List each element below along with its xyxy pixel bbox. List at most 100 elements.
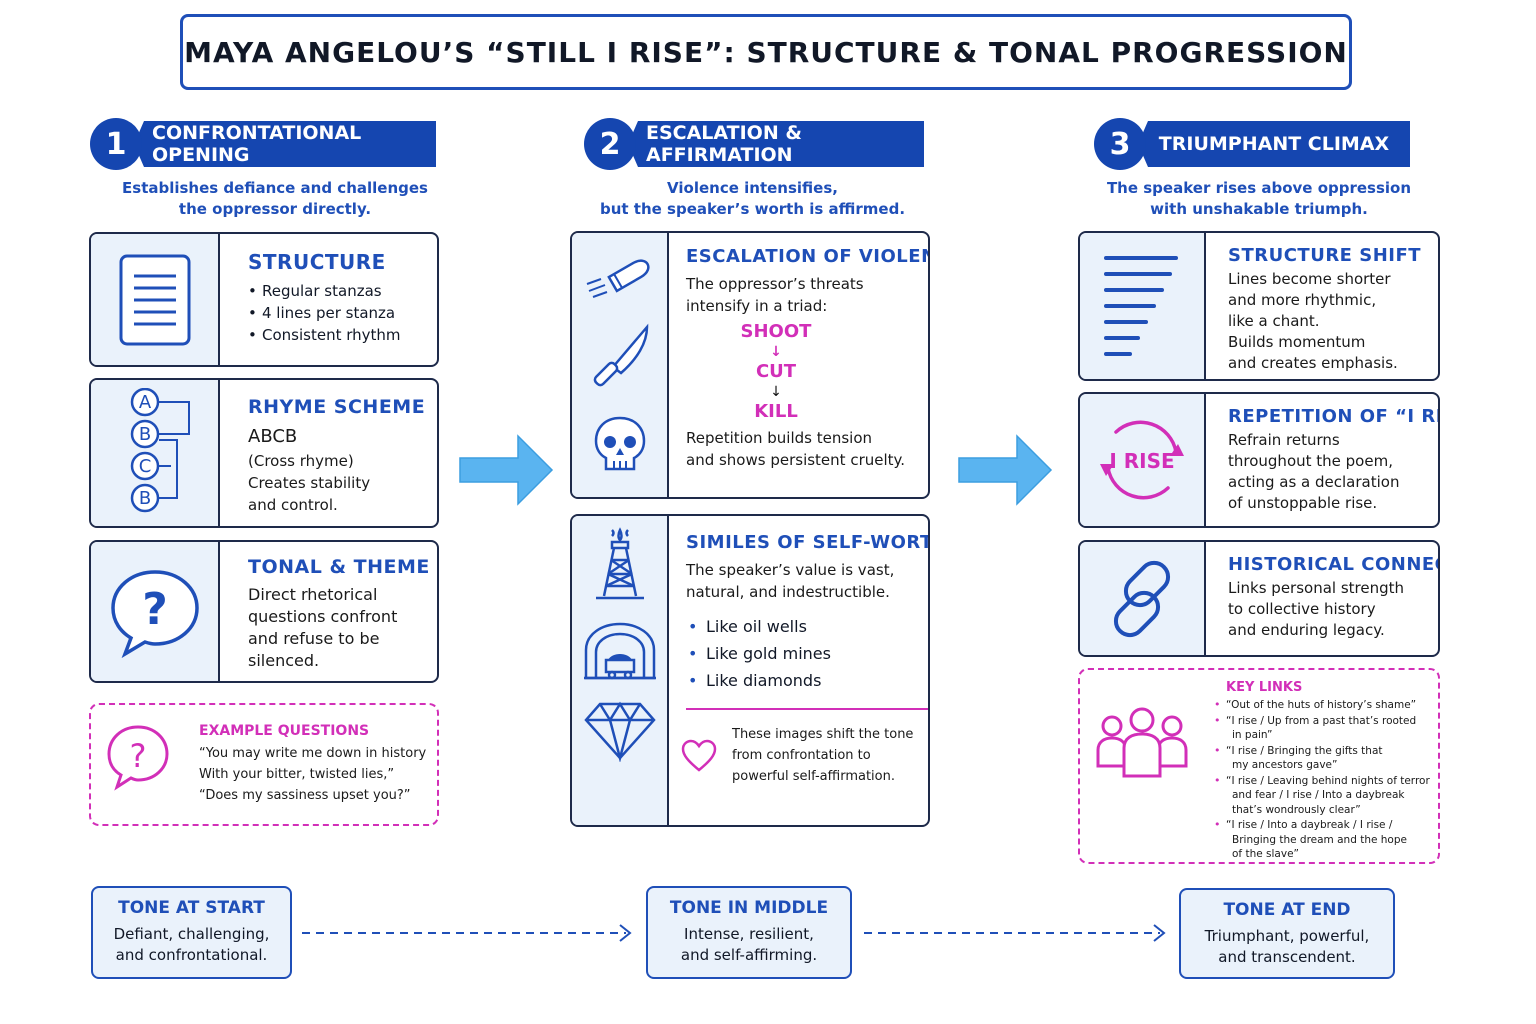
card-text: and refuse to be [248,629,380,648]
tone-end-box: TONE AT END Triumphant, powerful, and tr… [1179,888,1395,979]
key-link-item: •“I rise / Leaving behind nights of terr… [1214,774,1438,818]
subtitle-line: The speaker rises above oppression [1106,179,1412,197]
card-title: HISTORICAL CONNECTION [1228,554,1438,575]
card-text: Lines become shorter [1228,270,1391,288]
list-item: 4 lines per stanza [248,302,423,324]
dashed-arrow-icon [862,922,1170,944]
bullet-dot-icon: • [1214,743,1221,757]
section-2-subtitle: Violence intensifies, but the speaker’s … [570,178,935,220]
list-item: Like oil wells [686,613,928,640]
heart-icon [680,739,718,773]
list-item: Regular stanzas [248,280,423,302]
example-title: EXAMPLE QUESTIONS [199,723,370,739]
svg-text:?: ? [142,584,168,635]
tone-title: TONE AT START [118,898,265,918]
key-link-item: • “I rise / Up from a past that’s rooted i… [1214,714,1438,743]
subtitle-line: Violence intensifies, [667,179,838,197]
skull-icon [592,415,648,475]
key-link-line: and fear / I rise / Into a daybreak [1232,789,1405,801]
tonal-theme-card: ? TONAL & THEME Direct rhetorical questi… [89,540,439,683]
rhyme-scheme-card: A B C B RHYME SCHEME ABCB (Cross rhyme) … [89,378,439,528]
key-link-line: Bringing the dream and the hope [1232,833,1407,846]
note-line: powerful self-affirmation. [732,769,895,784]
diamond-icon [583,700,656,762]
key-link-item: •“Out of the huts of history’s shame” [1214,698,1438,713]
card-title: TONAL & THEME [248,556,430,578]
gold-mine-icon [582,620,658,682]
key-link-item: • “I rise / Bringing the gifts that my anc… [1214,744,1438,773]
key-link-line: “Out of the huts of history’s shame” [1226,699,1417,711]
card-text: Builds momentum [1228,333,1366,351]
triad-word: SHOOT [740,321,812,342]
tone-text: Intense, resilient, [684,925,814,943]
section-1-subtitle: Establishes defiance and challenges the … [90,178,460,220]
rhyme-letters-icon: A B C B [91,380,220,526]
triad: SHOOT ↓ CUT ↓ KILL [686,321,866,423]
triad-word: CUT [755,361,797,382]
card-text: The oppressor’s threats [686,275,864,293]
key-link-line: that’s wondrously clear” [1232,803,1361,816]
note-line: from confrontation to [732,748,871,763]
card-text: intensify in a triad: [686,297,828,315]
oil-well-icon [592,526,648,602]
card-text: Refrain returns [1228,431,1340,449]
people-icon [1092,706,1192,778]
structure-shift-card: STRUCTURE SHIFT Lines become shorter and… [1078,231,1440,381]
down-arrow-icon: ↓ [770,344,782,360]
bullet-dot-icon: • [1214,713,1221,727]
knife-icon [585,323,655,393]
key-link-line: “I rise / Up from a past that’s rooted [1226,714,1417,727]
example-line: “You may write me down in history [199,746,427,761]
tone-text: and confrontational. [115,946,268,964]
subtitle-line: the oppressor directly. [178,200,372,218]
key-links-box: KEY LINKS •“Out of the huts of history’s… [1078,668,1440,864]
title-box: MAYA ANGELOU’S “STILL I RISE”: STRUCTURE… [180,14,1352,90]
key-links-title: KEY LINKS [1226,680,1303,695]
key-link-item: • “I rise / Into a daybreak / I rise / Bri… [1214,818,1438,862]
card-text: throughout the poem, [1228,452,1393,470]
key-link-line: my ancestors gave” [1232,759,1338,771]
card-title: STRUCTURE [248,250,386,274]
section-3-header: 3 TRIUMPHANT CLIMAX [1094,118,1410,170]
divider [686,708,928,710]
key-link-line: “I rise / Leaving behind nights of terro… [1226,774,1430,787]
section-number: 1 [90,118,142,170]
cycle-icon: I RISE [1080,394,1206,526]
bullet-dot-icon: • [1214,818,1221,831]
section-number: 3 [1094,118,1146,170]
tone-middle-box: TONE IN MIDDLE Intense, resilient, and s… [646,886,852,979]
rhyme-letter: C [138,456,151,477]
card-text: and enduring legacy. [1228,621,1385,639]
triad-word: KILL [754,401,798,422]
key-links-list: •“Out of the huts of history’s shame”•“I… [1214,698,1438,862]
key-link-line: “I rise / Bringing the gifts that [1226,744,1383,757]
shortening-lines-icon [1080,233,1206,379]
flow-arrow-icon [957,434,1053,506]
card-text: like a chant. [1228,312,1320,330]
example-line: With your bitter, twisted lies,” [199,767,395,782]
tone-start-box: TONE AT START Defiant, challenging, and … [91,886,292,979]
svg-text:?: ? [130,737,147,775]
card-text: Creates stability [248,474,371,492]
card-text: (Cross rhyme) [248,452,354,470]
card-title: RHYME SCHEME [248,396,426,418]
card-text: Links personal strength [1228,579,1405,597]
card-text: silenced. [248,651,320,670]
key-link-line: “I rise / Into a daybreak / I rise / [1226,819,1393,831]
card-text: and control. [248,496,338,514]
section-label: CONFRONTATIONAL OPENING [134,121,436,167]
similes-card: SIMILES OF SELF-WORTH The speaker’s valu… [570,514,930,827]
rhyme-letter: B [138,488,150,509]
tone-text: Triumphant, powerful, [1204,927,1370,945]
rhyme-letter: B [138,424,150,445]
subtitle-line: Establishes defiance and challenges [122,179,428,197]
key-link-line: in pain” [1232,729,1273,741]
escalation-of-violence-card: ESCALATION OF VIOLENCE The oppressor’s t… [570,231,930,499]
card-text: Repetition builds tension [686,429,873,447]
structure-card: STRUCTURE Regular stanzas 4 lines per st… [89,232,439,367]
historical-connection-card: HISTORICAL CONNECTION Links personal str… [1078,540,1440,657]
cycle-label: I RISE [1109,449,1174,473]
down-arrow-icon: ↓ [770,384,782,400]
tone-text: Defiant, challenging, [113,925,270,943]
subtitle-line: but the speaker’s worth is affirmed. [599,200,906,218]
